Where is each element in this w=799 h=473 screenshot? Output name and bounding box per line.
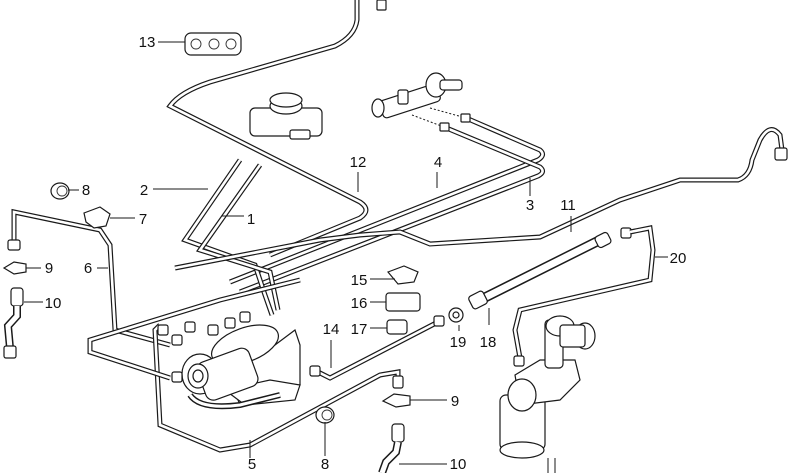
brake-line-3 xyxy=(239,124,546,295)
callout-label-17: 17 xyxy=(351,321,368,338)
callout-label-11: 11 xyxy=(560,197,576,214)
callout-label-14: 14 xyxy=(323,321,340,338)
callout-label-8a: 8 xyxy=(82,182,90,199)
brake-line-12 xyxy=(166,0,369,258)
brake-line-11 xyxy=(174,127,788,271)
grommet-8-top xyxy=(50,182,70,200)
callout-label-7: 7 xyxy=(139,211,147,228)
callout-label-13: 13 xyxy=(139,34,156,51)
brake-line-1 xyxy=(195,163,281,311)
block-16 xyxy=(385,292,421,312)
callout-label-10a: 10 xyxy=(45,295,62,312)
brake-line-14 xyxy=(309,315,445,381)
hose-10-right xyxy=(378,423,405,473)
brake-line-lower-left xyxy=(87,277,301,381)
callout-label-4: 4 xyxy=(434,154,442,171)
clip-7 xyxy=(83,206,111,229)
hydraulic-unit xyxy=(157,311,301,410)
callout-label-9a: 9 xyxy=(45,260,53,277)
callout-label-12: 12 xyxy=(350,154,367,171)
grommet-8-bottom xyxy=(315,406,335,424)
callout-label-5: 5 xyxy=(248,456,256,473)
callout-label-1: 1 xyxy=(247,211,255,228)
callout-leaders xyxy=(24,41,668,465)
brake-line-20 xyxy=(512,225,656,367)
clip-17 xyxy=(386,319,408,335)
callout-label-18: 18 xyxy=(480,334,497,351)
hose-10-left xyxy=(3,287,24,359)
top-fitting xyxy=(376,0,387,11)
bracket-9-left xyxy=(2,261,27,275)
callout-label-9b: 9 xyxy=(451,393,459,410)
callout-label-2: 2 xyxy=(140,182,148,199)
pressure-accumulator-pump xyxy=(499,315,596,473)
callout-label-20: 20 xyxy=(670,250,687,267)
callout-label-15: 15 xyxy=(351,272,368,289)
callout-label-6: 6 xyxy=(84,260,92,277)
brake-line-6 xyxy=(7,208,171,348)
bracket-9-right xyxy=(381,375,411,408)
callout-label-8b: 8 xyxy=(321,456,329,473)
callout-label-16: 16 xyxy=(351,295,368,312)
pipe-clip-13 xyxy=(184,32,242,56)
bracket-15 xyxy=(386,265,419,285)
brake-line-5 xyxy=(152,323,401,453)
callout-label-19: 19 xyxy=(450,334,467,351)
brake-line-4 xyxy=(229,115,546,285)
callout-label-10b: 10 xyxy=(450,456,467,473)
callout-label-3: 3 xyxy=(526,197,534,214)
master-cylinder xyxy=(371,72,471,132)
grommet-19 xyxy=(448,307,464,323)
brake-hose-18 xyxy=(468,227,632,310)
fluid-reservoir xyxy=(249,92,323,140)
